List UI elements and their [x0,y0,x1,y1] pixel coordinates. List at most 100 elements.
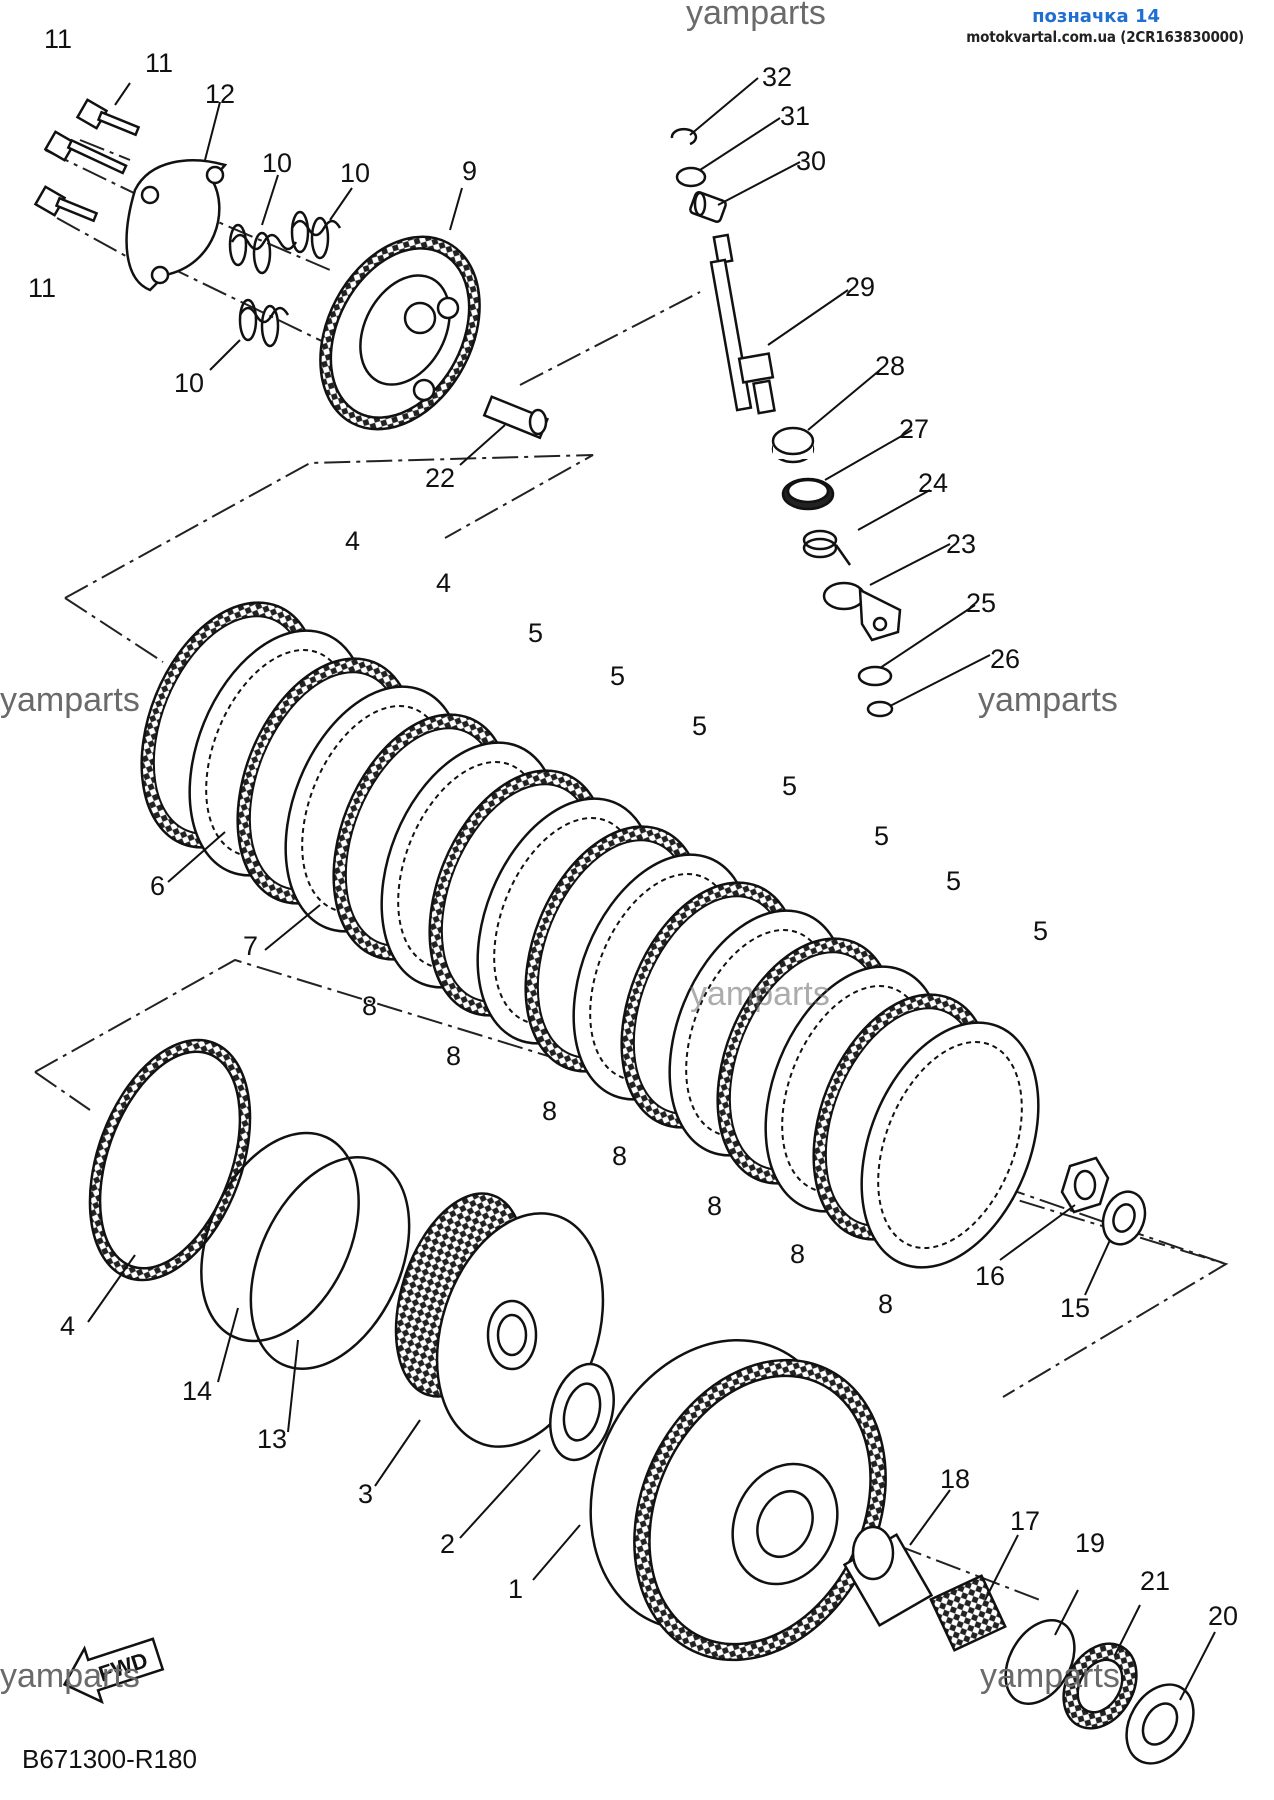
pressure-plate-icon [319,235,481,431]
part-labels: 11 11 11 12 10 10 10 9 22 32 31 30 29 28… [28,24,1238,1631]
clutch-boss-icon [394,1192,605,1448]
steel-plate-icon [860,1021,1040,1269]
callout-14: 14 [182,1376,212,1406]
callout-8: 8 [362,991,377,1021]
release-lever-icon [822,581,902,642]
friction-plate-icon [88,1038,252,1282]
push-rod-icon [482,395,550,440]
nut-icon [1060,1156,1110,1214]
callout-2: 2 [440,1529,455,1559]
callout-11: 11 [28,273,56,303]
watermark-bottom-left: yamparts [0,1657,140,1695]
o-ring-icon [200,1131,360,1343]
watermark-left: yamparts [0,681,140,719]
diagram-code: B671300-R180 [22,1744,197,1774]
callout-5: 5 [692,711,707,741]
callout-1: 1 [508,1574,523,1604]
callout-25: 25 [966,588,996,618]
bolt-icon [75,98,141,137]
callout-20: 20 [1208,1601,1238,1631]
spring-icon [290,210,342,260]
thrust-washer-icon [549,1362,615,1462]
callout-31: 31 [780,101,810,131]
callout-5: 5 [874,821,889,851]
callout-27: 27 [899,414,929,444]
watermark-center: yamparts [690,975,830,1013]
watermarks: yamparts yamparts yamparts yamparts yamp… [0,681,1120,1695]
circlip-icon [866,700,894,718]
callout-4: 4 [345,526,360,556]
callout-8: 8 [446,1041,461,1071]
pressure-plate-group [33,98,550,440]
callout-11: 11 [44,24,72,54]
bolt-icon [43,130,128,175]
collar-icon [842,1525,934,1628]
watermark-right: yamparts [978,681,1118,719]
callout-8: 8 [790,1239,805,1269]
callout-5: 5 [610,661,625,691]
primary-driven-gear-icon [589,1338,887,1662]
callout-8: 8 [542,1096,557,1126]
callout-9: 9 [462,156,477,186]
oil-pump-gear-icon [1062,1642,1138,1730]
washer-icon [1125,1683,1195,1765]
callout-7: 7 [243,931,258,961]
bolt-icon [33,185,99,223]
washer-icon [857,665,893,687]
needle-bearing-icon [689,191,727,223]
callout-29: 29 [845,272,875,302]
needle-bearing-icon [929,1574,1007,1652]
release-shaft-group [670,127,902,718]
page-badge: позначка 14 [1032,6,1160,27]
callout-6: 6 [150,871,165,901]
callout-23: 23 [946,529,976,559]
callout-5: 5 [782,771,797,801]
callout-5: 5 [946,866,961,896]
torsion-spring-icon [802,529,852,566]
callout-21: 21 [1140,1566,1170,1596]
o-ring-icon [1004,1618,1076,1706]
callout-10: 10 [340,158,370,188]
callout-4: 4 [60,1311,75,1341]
callout-17: 17 [1010,1506,1040,1536]
washer-icon [675,166,707,188]
callout-13: 13 [257,1424,287,1454]
callout-8: 8 [612,1141,627,1171]
callout-26: 26 [990,644,1020,674]
callout-10: 10 [262,148,292,178]
callout-10: 10 [174,368,204,398]
oil-seal-icon [781,477,835,511]
bearing-icon [771,426,815,464]
release-shaft-icon [709,233,776,415]
callout-28: 28 [875,351,905,381]
o-ring-icon [249,1156,411,1370]
callout-24: 24 [918,468,948,498]
callout-12: 12 [205,79,235,109]
callout-8: 8 [878,1289,893,1319]
callout-22: 22 [425,463,455,493]
callout-3: 3 [358,1479,373,1509]
callout-4: 4 [436,568,451,598]
lock-washer-icon [1101,1190,1147,1246]
primary-gear-group [589,1156,1195,1765]
watermark-top: yamparts [686,0,826,32]
callout-18: 18 [940,1464,970,1494]
source-caption: motokvartal.com.ua (2CR163830000) [966,28,1244,46]
lower-plate-group [88,1038,615,1462]
callout-19: 19 [1075,1528,1105,1558]
spring-icon [228,223,298,275]
spring-icon [238,298,290,348]
callout-11: 11 [145,48,173,78]
clutch-plate-stack [140,601,1040,1269]
circlip-icon [670,127,698,146]
leader-lines [87,77,1216,1701]
callout-8: 8 [707,1191,722,1221]
callout-16: 16 [975,1261,1005,1291]
watermark-bottom-right: yamparts [980,1657,1120,1695]
callout-5: 5 [1033,916,1048,946]
callout-5: 5 [528,618,543,648]
callout-30: 30 [796,146,826,176]
callout-32: 32 [762,62,792,92]
callout-15: 15 [1060,1293,1090,1323]
